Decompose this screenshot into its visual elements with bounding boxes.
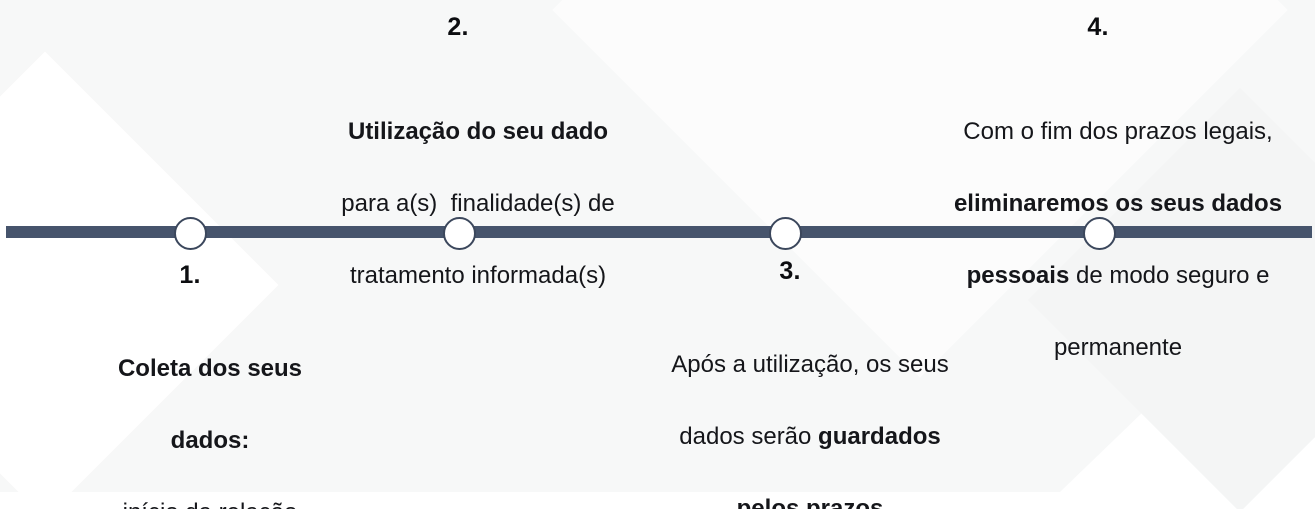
step-1-line-3: início da relação — [123, 499, 298, 509]
step-4-line-2: eliminaremos os seus dados — [953, 189, 1283, 217]
step-1-line-2: dados: — [170, 426, 250, 454]
timeline-step-4: 4. Com o fim dos prazos legais, eliminar… — [888, 13, 1308, 402]
step-2-line-2: para a(s) finalidade(s) de — [341, 189, 615, 217]
step-2-number: 2. — [447, 13, 469, 41]
timeline-node-1[interactable] — [174, 217, 207, 250]
step-2-body: Utilização do seu dado para a(s) finalid… — [288, 78, 628, 330]
step-3-line-2-emphasis: guardados — [818, 422, 941, 450]
step-4-line-3-tail: de modo seguro e — [1069, 261, 1270, 289]
step-4-number: 4. — [1087, 13, 1109, 41]
timeline-node-3[interactable] — [769, 217, 802, 250]
step-4-line-1: Com o fim dos prazos legais, — [963, 117, 1273, 145]
step-1-line-1: Coleta dos seus — [117, 354, 303, 382]
step-3-line-3: pelos prazos — [736, 494, 884, 509]
timeline-step-2: 2. Utilização do seu dado para a(s) fina… — [288, 13, 628, 330]
step-4-line-3: pessoais — [966, 261, 1070, 289]
step-1-body: Coleta dos seus dados: início da relação… — [40, 315, 340, 509]
step-4-body: Com o fim dos prazos legais, eliminaremo… — [888, 78, 1308, 402]
step-2-line-1: Utilização do seu dado — [347, 117, 609, 145]
step-3-line-2: dados serão — [679, 422, 819, 450]
step-4-line-4: permanente — [1053, 333, 1183, 361]
step-2-line-3: tratamento informada(s) — [349, 261, 607, 289]
